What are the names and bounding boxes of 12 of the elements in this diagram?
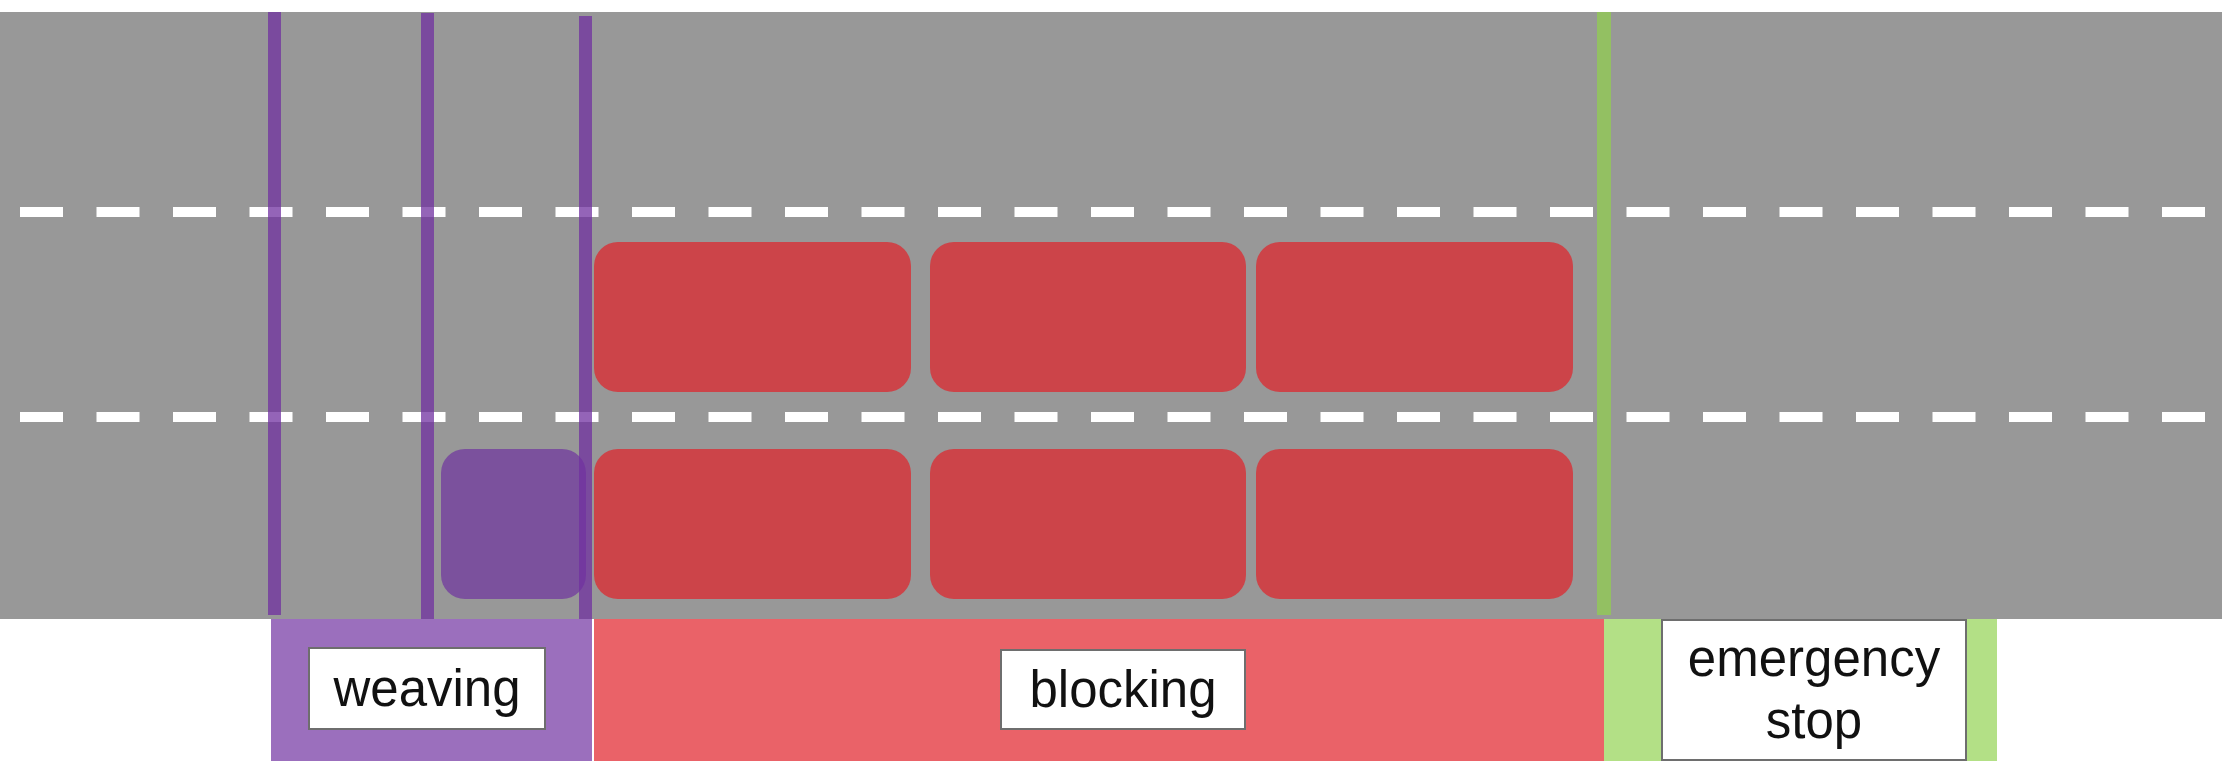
zone-band	[1604, 619, 1997, 761]
zone-band	[271, 619, 592, 761]
vehicle-block	[930, 242, 1246, 392]
vehicle-block	[1256, 449, 1573, 599]
vehicle-block	[930, 449, 1246, 599]
zone-band	[594, 619, 1604, 761]
zone-label: emergency stop	[1661, 619, 1967, 761]
vehicle-block	[1256, 242, 1573, 392]
vehicle-block	[594, 449, 911, 599]
zone-label: weaving	[308, 647, 546, 730]
vehicle-block	[594, 242, 911, 392]
zone-label: blocking	[1000, 649, 1246, 730]
